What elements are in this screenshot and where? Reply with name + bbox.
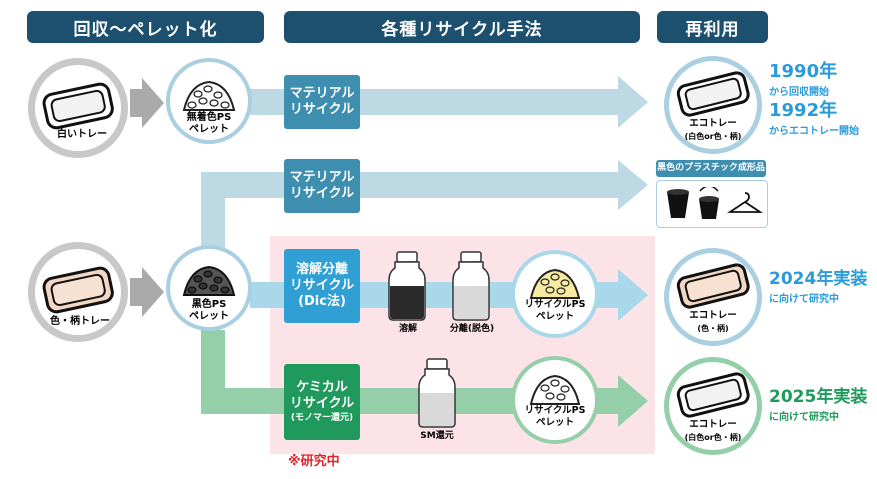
gray-arrow-top: [130, 78, 164, 128]
pellet-pile-icon: [182, 265, 236, 296]
recycled-pellet-2-label-1: リサイクルPS: [524, 405, 586, 416]
method-chemical: ケミカル リサイクル (モノマー還元): [284, 364, 360, 440]
recycled-pellet-1-label-2: ペレット: [535, 311, 574, 322]
milestone-1990-sub: から回収開始: [769, 87, 829, 98]
milestone-2025-sub: に向けて研究中: [769, 412, 839, 423]
black-products-tag: 黒色のプラスチック成形品: [656, 160, 766, 177]
recycled-pellet-circle-1: リサイクルPS ペレット: [511, 250, 599, 338]
gray-arrow-bottom: [130, 267, 164, 317]
black-pellet-circle: 黒色PS ペレット: [166, 245, 252, 331]
header-collection: 回収〜ペレット化: [27, 11, 264, 43]
white-tray-icon: [676, 71, 750, 117]
white-tray-circle: [28, 58, 128, 158]
ecotray-3-label: エコトレー: [689, 419, 737, 430]
milestone-1992-sub: からエコトレー開始: [769, 126, 859, 137]
method-dissolve: 溶解分離 リサイクル (Dic法): [284, 249, 360, 323]
research-note: ※研究中: [288, 454, 340, 469]
hanger-icon: [727, 192, 763, 213]
ecotray-1-label: エコトレー: [689, 118, 737, 129]
color-tray-circle: [28, 242, 128, 342]
colorless-pellet-label-2: ペレット: [189, 124, 229, 135]
milestone-1990: 1990年: [769, 61, 838, 82]
recycled-pellet-2-label-2: ペレット: [535, 417, 574, 428]
black-pellet-label-2: ペレット: [189, 311, 229, 322]
milestone-1992: 1992年: [769, 100, 838, 121]
color-tray-label: 色・柄トレー: [50, 316, 110, 327]
recycled-pellet-1-label-1: リサイクルPS: [524, 299, 586, 310]
recycled-pellet-circle-2: リサイクルPS ペレット: [511, 356, 599, 444]
white-tray-icon: [676, 372, 750, 418]
white-tray-label: 白いトレー: [57, 129, 107, 140]
pellet-pile-icon: [529, 374, 581, 405]
white-tray-icon: [42, 82, 114, 130]
pellet-pile-icon: [182, 80, 236, 111]
milestone-2025: 2025年実装: [769, 387, 868, 407]
bucket-icon: [699, 187, 719, 219]
ecotray-2-label: エコトレー: [689, 310, 737, 321]
method-dissolve-line2: リサイクル: [289, 277, 355, 293]
header-reuse: 再利用: [657, 11, 768, 43]
method-material-2-line1: マテリアル: [289, 169, 355, 185]
colorless-pellet-circle: 無着色PS ペレット: [166, 58, 252, 144]
header-methods: 各種リサイクル手法: [284, 11, 640, 43]
ecotray-circle-1: エコトレー (白色or色・柄): [664, 56, 762, 154]
method-material-1-line1: マテリアル: [289, 85, 355, 101]
method-chemical-line3: (モノマー還元): [290, 412, 354, 423]
method-chemical-line1: ケミカル: [296, 380, 348, 396]
ecotray-3-sub: (白色or色・柄): [684, 433, 742, 442]
bottle-icon: [452, 251, 490, 321]
method-material-2: マテリアル リサイクル: [284, 159, 360, 213]
method-chemical-line2: リサイクル: [289, 396, 355, 412]
method-material-1-line2: リサイクル: [289, 102, 355, 117]
milestone-2024-sub: に向けて研究中: [769, 294, 839, 305]
black-pellet-label-1: 黒色PS: [191, 299, 227, 310]
sm-reduction-label: SM還元: [420, 431, 454, 441]
ecotray-1-sub: (白色or色・柄): [684, 132, 742, 141]
separate-step-label: 分離(脱色): [449, 324, 495, 334]
method-dissolve-line3: (Dic法): [298, 294, 346, 310]
ecotray-2-sub: (色・柄): [697, 324, 729, 333]
method-material-1: マテリアル リサイクル: [284, 75, 360, 129]
bottle-icon: [418, 358, 456, 428]
color-tray-icon: [676, 263, 750, 309]
ecotray-circle-3: エコトレー (白色or色・柄): [664, 357, 762, 455]
method-dissolve-line1: 溶解分離: [295, 261, 348, 277]
black-products-box: [656, 180, 768, 228]
arrow-material-2: [201, 160, 648, 210]
ecotray-circle-2: エコトレー (色・柄): [664, 248, 762, 346]
method-material-2-line2: リサイクル: [289, 186, 355, 201]
milestone-2024: 2024年実装: [769, 269, 868, 289]
branch-up: [201, 172, 225, 254]
color-tray-icon: [42, 266, 114, 314]
colorless-pellet-label-1: 無着色PS: [186, 112, 232, 123]
bucket-icon: [667, 189, 689, 218]
pellet-pile-icon: [529, 268, 581, 299]
bottle-icon: [388, 251, 426, 321]
dissolve-step-label: 溶解: [398, 324, 417, 334]
